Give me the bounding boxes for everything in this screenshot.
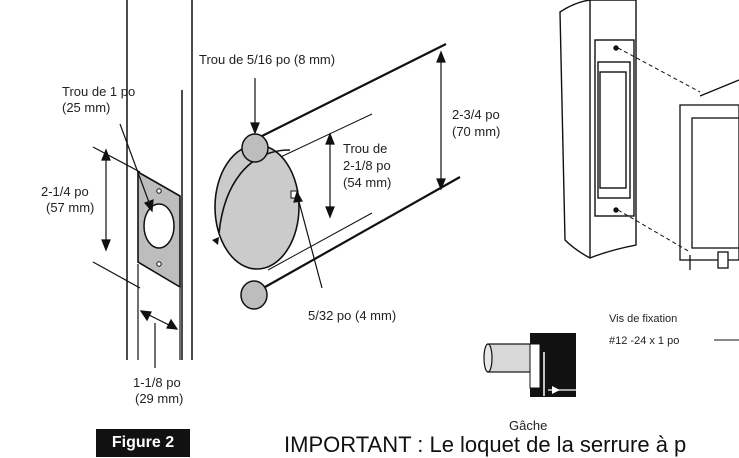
label-screws-line2: #12 -24 x 1 po: [609, 335, 680, 347]
strike-dashed-lines: [617, 47, 701, 253]
label-dim-1-1-8-line2: (29 mm): [135, 391, 184, 406]
label-screws-line1: Vis de fixation: [609, 313, 678, 325]
label-hole-1-line2: (25 mm): [62, 100, 111, 115]
label-dim-1-1-8-line1: 1-1/8 po: [133, 375, 181, 390]
dim-1-1-8-arrow: [137, 264, 181, 368]
label-dim-2-3-4-line2: (70 mm): [452, 124, 501, 139]
door-edge-drawing: [126, 0, 193, 360]
label-dim-5-32: 5/32 po (4 mm): [308, 308, 397, 323]
label-dim-2-1-4-line1: 2-1/4 po: [41, 184, 89, 199]
label-hole-2-1-8-line1: Trou de: [343, 141, 388, 156]
label-dim-2-1-4-line2: (57 mm): [46, 200, 95, 215]
bore-lines-light: [267, 113, 373, 271]
label-strike: Gâche: [509, 418, 548, 433]
bore-lines: [257, 43, 461, 292]
important-text: IMPORTANT : Le loquet de la serrure à p: [284, 432, 687, 457]
hole-5-16-leader: [250, 78, 260, 135]
dim-2-1-8-arrow: [325, 132, 335, 219]
dim-5-32-leader: [293, 190, 323, 289]
label-dim-2-3-4-line1: 2-3/4 po: [452, 107, 500, 122]
label-hole-1-line1: Trou de 1 po: [62, 84, 136, 99]
door-jamb-drawing: [559, 0, 637, 259]
bore-hole-2-1-8: [212, 144, 300, 270]
label-hole-5-16: Trou de 5/16 po (8 mm): [199, 52, 336, 67]
label-hole-2-1-8-line3: (54 mm): [343, 175, 392, 190]
hole-1-leader: [119, 123, 154, 213]
bolt-holes-5-16: [240, 133, 269, 310]
label-hole-2-1-8-line2: 2-1/8 po: [343, 158, 391, 173]
dim-2-3-4-arrow: [436, 50, 446, 191]
dim-2-1-4-arrow: [92, 146, 141, 289]
strike-detail: [483, 333, 576, 397]
strike-box: [679, 79, 739, 270]
figure-label: Figure 2: [96, 429, 190, 457]
